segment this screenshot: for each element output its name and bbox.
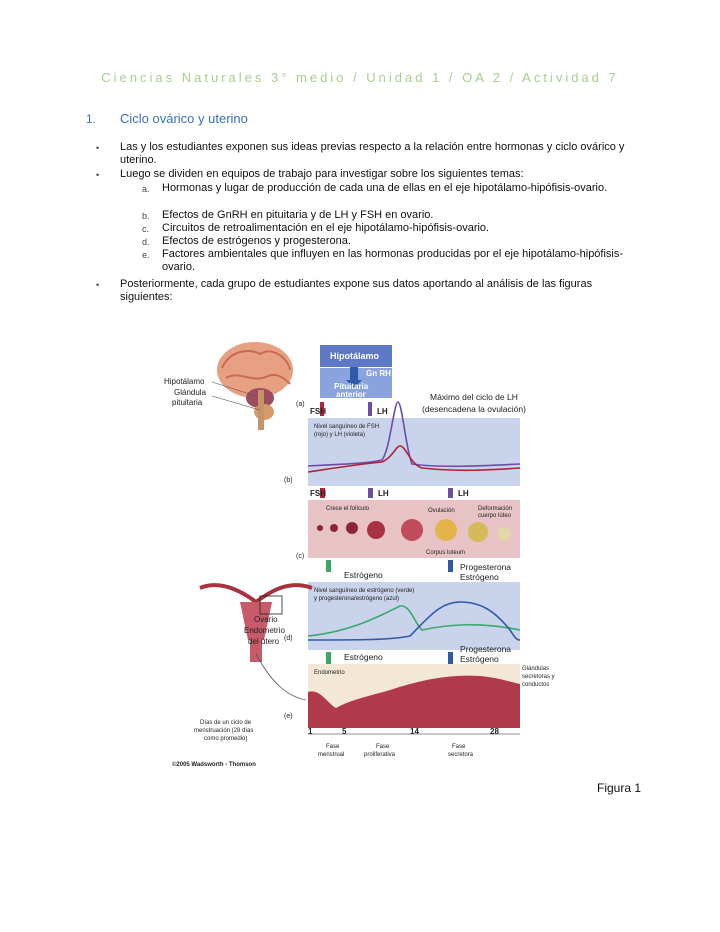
topic-number: c.: [142, 224, 150, 234]
uterus-label-uterus: del útero: [248, 637, 280, 646]
brain-illustration: [217, 342, 293, 430]
panel-b-title-1: Nivel sanguíneo de FSH: [314, 424, 379, 430]
lh-label-3: LH: [458, 489, 469, 498]
progesterone-curve: [307, 601, 521, 641]
panel-b-title-2: (rojo) y LH (violeta): [314, 432, 365, 438]
fsh-label: FSH: [310, 407, 326, 416]
phase-menstrual-1: Fase: [326, 744, 340, 750]
estrogen-label-2: Estrógeno: [460, 572, 499, 582]
paragraph-2: Luego se dividen en equipos de trabajo p…: [120, 168, 524, 180]
corpus-luteum-label: Corpus luteum: [426, 550, 465, 556]
glands-label-2: secretoras y: [522, 674, 555, 680]
phase-proliferative-2: proliferativa: [364, 752, 396, 758]
panel-letter-a: (a): [296, 401, 305, 408]
topic-number: d.: [142, 237, 150, 247]
day-tick-14: 14: [410, 727, 419, 736]
topic-item: Efectos de estrógenos y progesterona.: [162, 235, 351, 247]
section-number: 1.: [86, 112, 97, 126]
glands-label-1: Glándulas: [522, 666, 549, 672]
follicle-label: Crece el folículo: [326, 506, 370, 512]
cycle-note-3: como promedio): [204, 736, 247, 742]
hormone-cycle-figure: Hipotálamo Glándula pituitaria Hipotálam…: [164, 342, 555, 768]
hypothalamus-box: [320, 345, 392, 367]
estrogen-label-3: Estrógeno: [344, 652, 383, 662]
phase-secretory-1: Fase: [452, 744, 466, 750]
panel-letter-b: (b): [284, 477, 293, 484]
paragraph-3: Posteriormente, cada grupo de estudiante…: [120, 278, 593, 303]
hypothalamus-box-label: Hipotálamo: [330, 351, 380, 361]
day-tick-28: 28: [490, 727, 499, 736]
panel-b-fsh-lh: [308, 418, 520, 486]
estrogen-curve: [307, 605, 521, 637]
day-tick-1: 1: [308, 727, 313, 736]
brain-label-gland: Glándula: [174, 388, 207, 397]
fsh-curve: [307, 445, 521, 473]
topic-number: b.: [142, 211, 150, 221]
glands-label-3: conductos: [522, 682, 549, 688]
panel-letter-e: (e): [284, 713, 293, 720]
copyright: ©2005 Wadsworth - Thomson: [172, 761, 256, 768]
ovulation-label: Ovulación: [428, 508, 455, 514]
panel-d-title-2: y progesterona/estrógeno (azul): [314, 596, 399, 602]
bullet-marker: •: [96, 143, 100, 153]
lh-label-2: LH: [378, 489, 389, 498]
topic-item: Hormonas y lugar de producción de cada u…: [162, 182, 608, 194]
bullet-marker: •: [96, 280, 100, 290]
topic-item: Factores ambientales que influyen en las…: [162, 248, 624, 273]
panel-letter-d: (d): [284, 635, 293, 642]
cycle-note-2: menstruación (28 días: [194, 728, 253, 734]
topic-number: a.: [142, 184, 150, 194]
lh-curve: [307, 401, 521, 468]
lh-label: LH: [377, 407, 388, 416]
pituitary-label-2: anterior: [336, 390, 366, 399]
bullet-marker: •: [96, 170, 100, 180]
cycle-note-1: Días de un ciclo de: [200, 720, 252, 726]
topic-number: e.: [142, 250, 150, 260]
estrogen-label-4: Estrógeno: [460, 654, 499, 664]
phase-proliferative-1: Fase: [376, 744, 390, 750]
brain-label-hypothalamus: Hipotálamo: [164, 377, 205, 386]
uterus-label-endometrium: Endometrio: [244, 626, 285, 635]
figure-caption: Figura 1: [597, 781, 642, 795]
paragraph-1: Las y los estudiantes exponen sus ideas …: [120, 141, 625, 166]
topic-item: Circuitos de retroalimentación en el eje…: [162, 222, 490, 234]
pituitary-label-1: Pituitaria: [334, 382, 369, 391]
gnrh-label: Gn RH: [366, 369, 391, 378]
phase-secretory-2: secretora: [448, 752, 474, 758]
uterus-illustration: [199, 583, 313, 662]
fsh-label-2: FSH: [310, 489, 326, 498]
panel-d-hormones: [308, 582, 520, 650]
corpus-deform-label-1: Deformación: [478, 506, 512, 512]
endometrium-label: Endometrio: [314, 670, 345, 676]
panel-d-title-1: Nivel sanguíneo de estrógeno (verde): [314, 588, 414, 594]
day-tick-5: 5: [342, 727, 347, 736]
brain-label-pituitary: pituitaria: [172, 398, 203, 407]
lh-peak-label-1: Máximo del ciclo de LH: [430, 392, 518, 402]
lh-peak-label-2: (desencadena la ovulación): [422, 404, 526, 414]
corpus-deform-label-2: cuerpo lúteo: [478, 513, 512, 519]
estrogen-label: Estrógeno: [344, 570, 383, 580]
section-title: Ciclo ovárico y uterino: [120, 111, 248, 126]
progesterone-label-2: Progesterona: [460, 644, 511, 654]
phase-menstrual-2: menstrual: [318, 752, 344, 758]
uterus-label-ovary: Ovario: [254, 615, 278, 624]
progesterone-label: Progesterona: [460, 562, 511, 572]
panel-letter-c: (c): [296, 553, 304, 560]
topic-item: Efectos de GnRH en pituitaria y de LH y …: [162, 209, 434, 221]
page-header: Ciencias Naturales 3° medio / Unidad 1 /…: [101, 70, 619, 85]
